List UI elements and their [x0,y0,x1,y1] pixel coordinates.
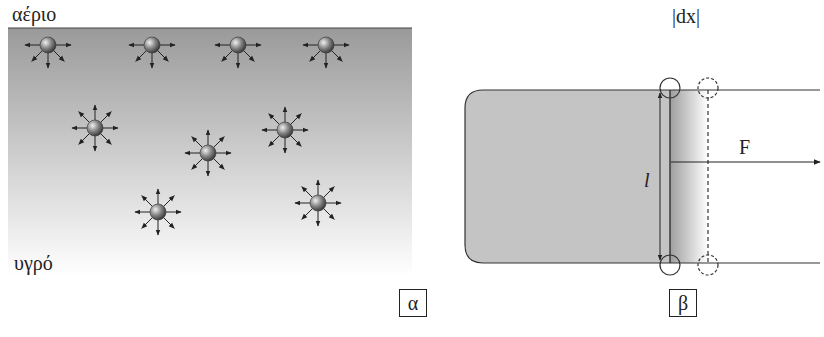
ring [660,78,680,98]
molecule [40,37,56,53]
ring [660,255,680,275]
length-arrow [660,93,661,260]
slider-moved [707,90,708,263]
force-arrow [166,212,181,213]
force-arrow [238,53,239,68]
film [465,90,670,263]
liquid [8,28,412,276]
ring-moved [698,78,718,98]
phase-label: υγρό [14,253,53,273]
panel-letter: β [678,293,688,313]
slider [669,90,670,263]
force-arrow [25,45,40,46]
force-arrow [79,134,90,145]
rail-top [670,89,820,90]
force-arrow [79,112,90,123]
panel-letter-box: β [669,289,697,317]
force-arrow [326,53,327,68]
panel-letter-box: α [399,289,427,317]
force-arrow [164,218,175,229]
film-strip [670,90,708,263]
force-label: F [739,137,750,157]
force-arrow [101,112,112,123]
molecule [150,204,166,220]
force-arrow [152,53,153,68]
force-arrow [136,51,147,62]
force-arrow [244,51,255,62]
force-arrow [160,45,175,46]
force-arrow [158,51,169,62]
force-arrow [216,153,231,154]
molecule [277,122,293,138]
molecule [318,37,334,53]
force-arrow [192,137,203,148]
force-arrow [324,209,335,220]
force-arrow [142,196,153,207]
force-arrow [302,187,313,198]
force-arrow [326,203,341,204]
force-arrow [214,137,225,148]
ring-moved [698,255,718,275]
force-arrow [129,45,144,46]
force-arrow [262,130,277,131]
force-arrow [214,159,225,170]
force-arrow [302,209,313,220]
force-arrow [318,211,319,226]
surface [8,27,412,28]
force-arrow [54,51,65,62]
molecule [144,37,160,53]
force-arrow [222,51,233,62]
force-arrow [48,53,49,68]
force-arrow [269,114,280,125]
force-arrow [671,161,820,162]
molecule [230,37,246,53]
length-label: l [642,170,652,190]
force-arrow [208,161,209,176]
displacement-label: |dx| [672,6,700,26]
frame-left [465,90,670,263]
molecule [310,195,326,211]
rail-bottom [670,262,820,263]
force-arrow [303,45,318,46]
force-arrow [291,136,302,147]
force-arrow [101,134,112,145]
force-arrow [158,189,159,204]
force-arrow [269,136,280,147]
force-arrow [135,212,150,213]
force-arrow [332,51,343,62]
force-arrow [215,45,230,46]
force-arrow [285,107,286,122]
force-arrow [192,159,203,170]
force-arrow [295,203,310,204]
force-arrow [95,136,96,151]
force-arrow [72,128,87,129]
force-arrow [158,220,159,235]
force-arrow [208,130,209,145]
force-arrow [56,45,71,46]
force-arrow [324,187,335,198]
force-arrow [95,105,96,120]
force-arrow [103,128,118,129]
molecule [200,145,216,161]
panel-letter: α [408,293,418,313]
force-arrow [142,218,153,229]
force-arrow [285,138,286,153]
molecules [25,37,349,235]
force-arrow [318,180,319,195]
force-arrow [246,45,261,46]
force-arrow [334,45,349,46]
force-arrow [291,114,302,125]
molecule [87,120,103,136]
force-arrow [164,196,175,207]
force-arrow [310,51,321,62]
force-arrow [185,153,200,154]
force-arrow [293,130,308,131]
phase-label: αέριο [12,4,56,24]
force-arrow [32,51,43,62]
